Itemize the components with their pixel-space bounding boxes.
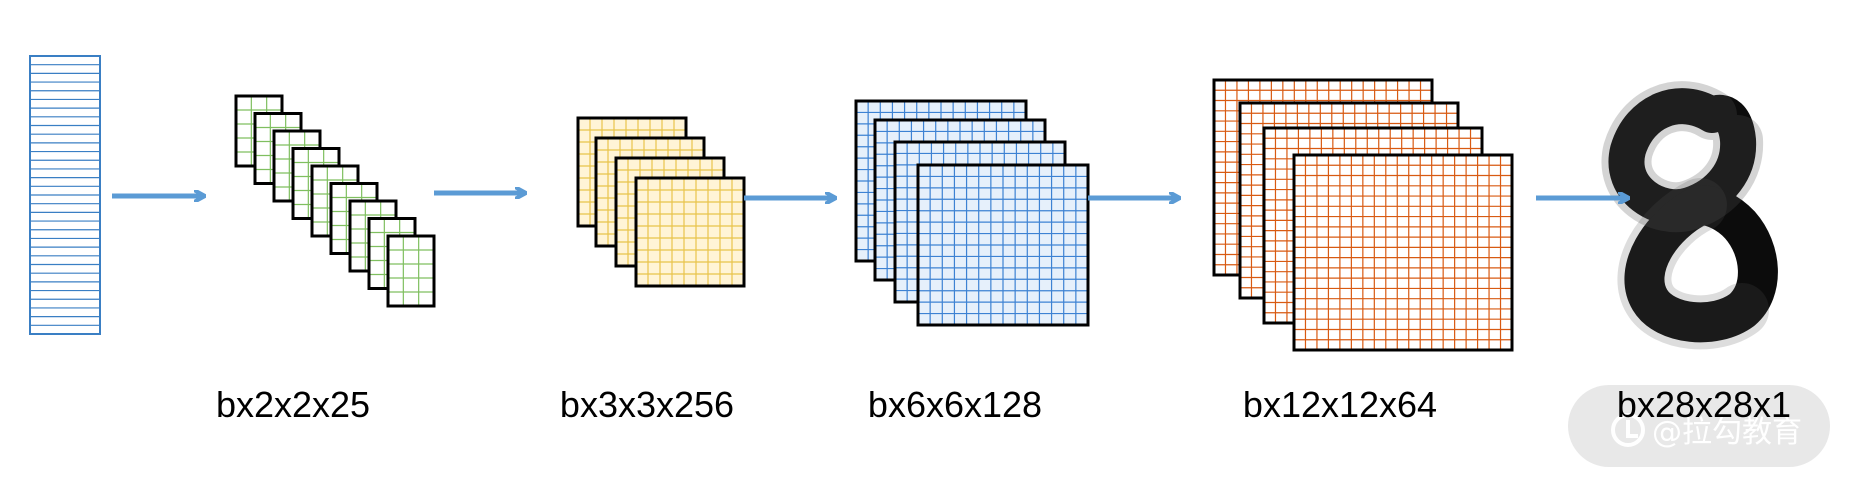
label-output: bx28x28x1 (1617, 384, 1791, 425)
watermark-background (1568, 385, 1830, 467)
label-stage-3: bx6x6x128 (868, 384, 1042, 425)
feature-maps-stage-2 (576, 116, 746, 288)
feature-maps-stage-4 (1212, 78, 1514, 352)
lagou-logo-icon (1611, 413, 1645, 447)
feature-maps-stage-1 (234, 94, 436, 308)
watermark: @拉勾教育 (1568, 385, 1830, 467)
output-digit-image (1601, 81, 1778, 350)
feature-maps-stage-3 (854, 99, 1090, 327)
feature-map (916, 163, 1090, 327)
arrows (112, 193, 1627, 198)
input-vector (29, 55, 101, 335)
label-stage-4: bx12x12x64 (1243, 384, 1437, 425)
watermark-text: @拉勾教育 (1652, 415, 1802, 450)
feature-map (634, 176, 746, 288)
label-stage-1: bx2x2x25 (216, 384, 370, 425)
feature-map (386, 234, 436, 308)
label-stage-2: bx3x3x256 (560, 384, 734, 425)
feature-map (1292, 153, 1514, 352)
input-vector-rows (30, 64, 100, 326)
